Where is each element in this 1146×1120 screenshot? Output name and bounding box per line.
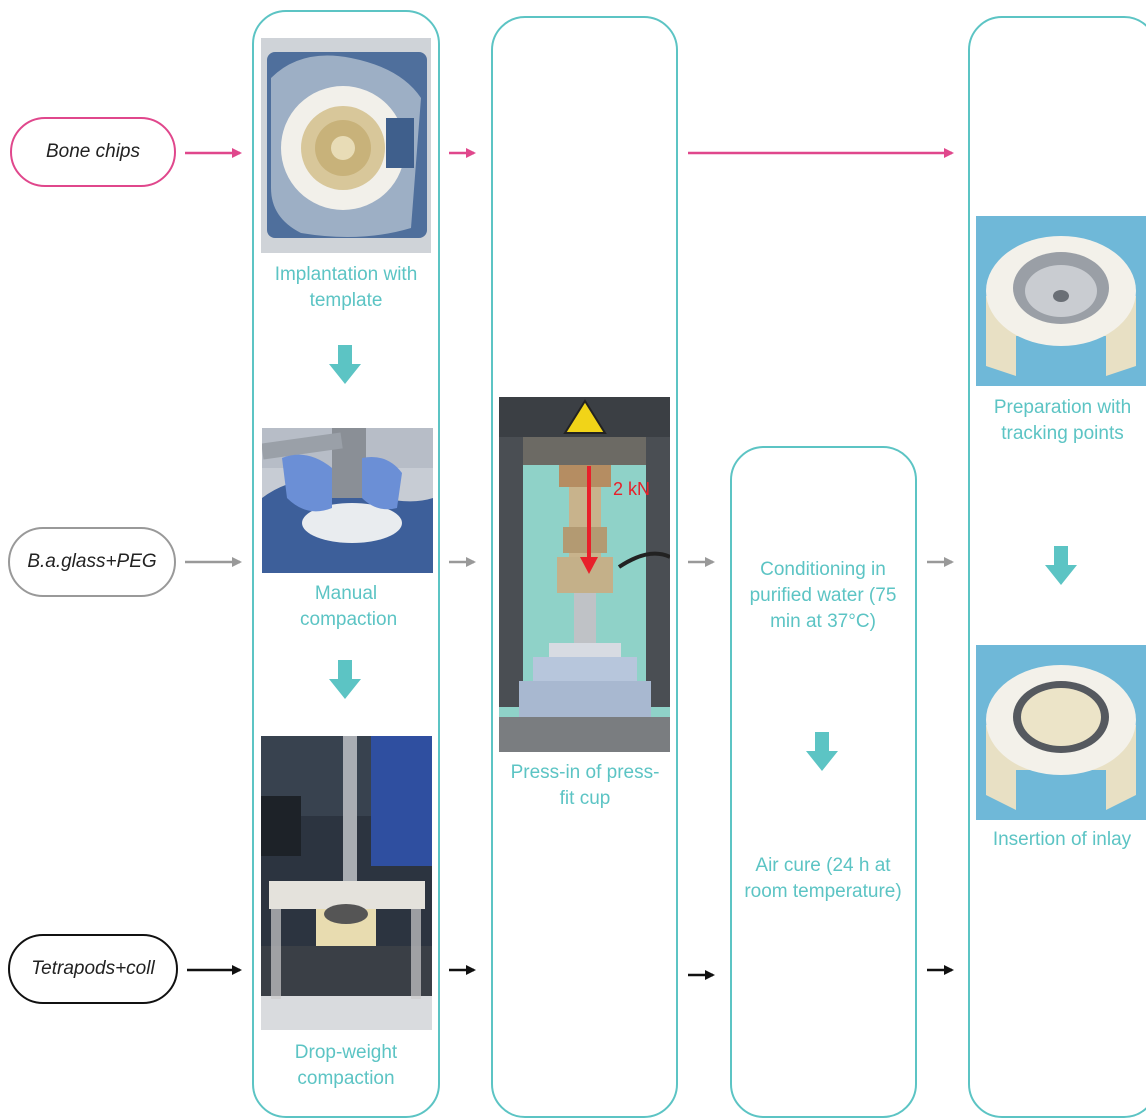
column-compaction [252,10,440,1118]
caption-inlay: Insertion of inlay [992,829,1132,850]
force-arrowhead [580,557,598,574]
caption-tracking: Preparation with tracking points [993,397,1132,444]
caption-drop-weight: Drop-weight compaction [294,1042,398,1089]
photo-drop-weight-compaction [261,736,432,1030]
column-press-in [491,16,678,1118]
column-conditioning [730,446,917,1118]
caption-conditioning: Conditioning in purified water (75 min a… [749,559,897,632]
down-arrow-4 [1045,546,1077,585]
photo-template-implantation [261,38,431,253]
down-arrow-1 [329,345,361,384]
caption-manual: Manual compaction [300,583,398,630]
photo-tracking-points [976,216,1146,386]
input-bone-chips-label: Bone chips [45,141,140,162]
force-label: 2 kN [613,479,650,499]
column-finishing [968,16,1146,1118]
caption-press-in: Press-in of press-fit cup [510,762,660,809]
input-tetrapods-label: Tetrapods+coll [31,958,155,979]
caption-air-cure: Air cure (24 h at room temperature) [744,855,902,902]
down-arrow-3 [806,732,838,771]
down-arrow-2 [329,660,361,699]
photo-insertion-inlay [976,645,1146,820]
input-tetrapods: Tetrapods+coll [8,934,178,1004]
input-bioactive-glass-label: B.a.glass+PEG [27,551,157,572]
input-bioactive-glass: B.a.glass+PEG [8,527,176,597]
caption-implantation: Implantation with template [274,264,418,311]
photo-manual-compaction [262,428,433,573]
input-bone-chips: Bone chips [10,117,176,187]
